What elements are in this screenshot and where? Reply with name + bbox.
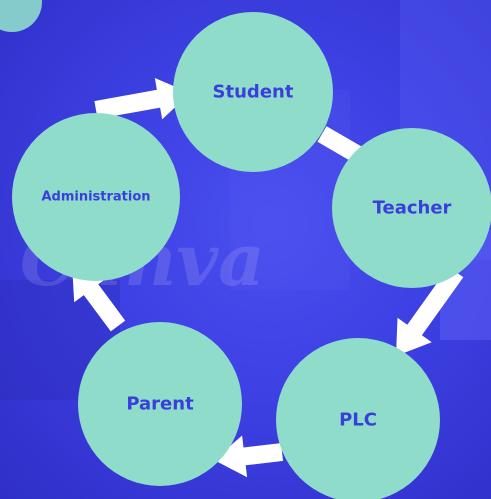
arrow-parent-to-administration xyxy=(72,264,126,332)
node-label-teacher: Teacher xyxy=(373,198,452,219)
node-circle-student xyxy=(173,12,333,172)
node-label-plc: PLC xyxy=(339,410,377,431)
node-label-parent: Parent xyxy=(126,394,194,415)
node-parent: Parent xyxy=(78,322,242,486)
node-teacher: Teacher xyxy=(332,128,491,288)
arrow-plc-to-parent xyxy=(214,435,284,478)
node-circle-teacher xyxy=(332,128,491,288)
node-circle-parent xyxy=(78,322,242,486)
arrow-administration-to-student xyxy=(94,78,190,120)
node-plc: PLC xyxy=(276,338,440,499)
node-label-administration: Administration xyxy=(41,190,150,205)
arrow-teacher-to-plc xyxy=(396,266,464,356)
node-student: Student xyxy=(173,12,333,172)
node-circle-plc xyxy=(276,338,440,499)
node-administration: Administration xyxy=(12,113,180,281)
node-circle-administration xyxy=(12,113,180,281)
node-label-student: Student xyxy=(213,82,294,103)
